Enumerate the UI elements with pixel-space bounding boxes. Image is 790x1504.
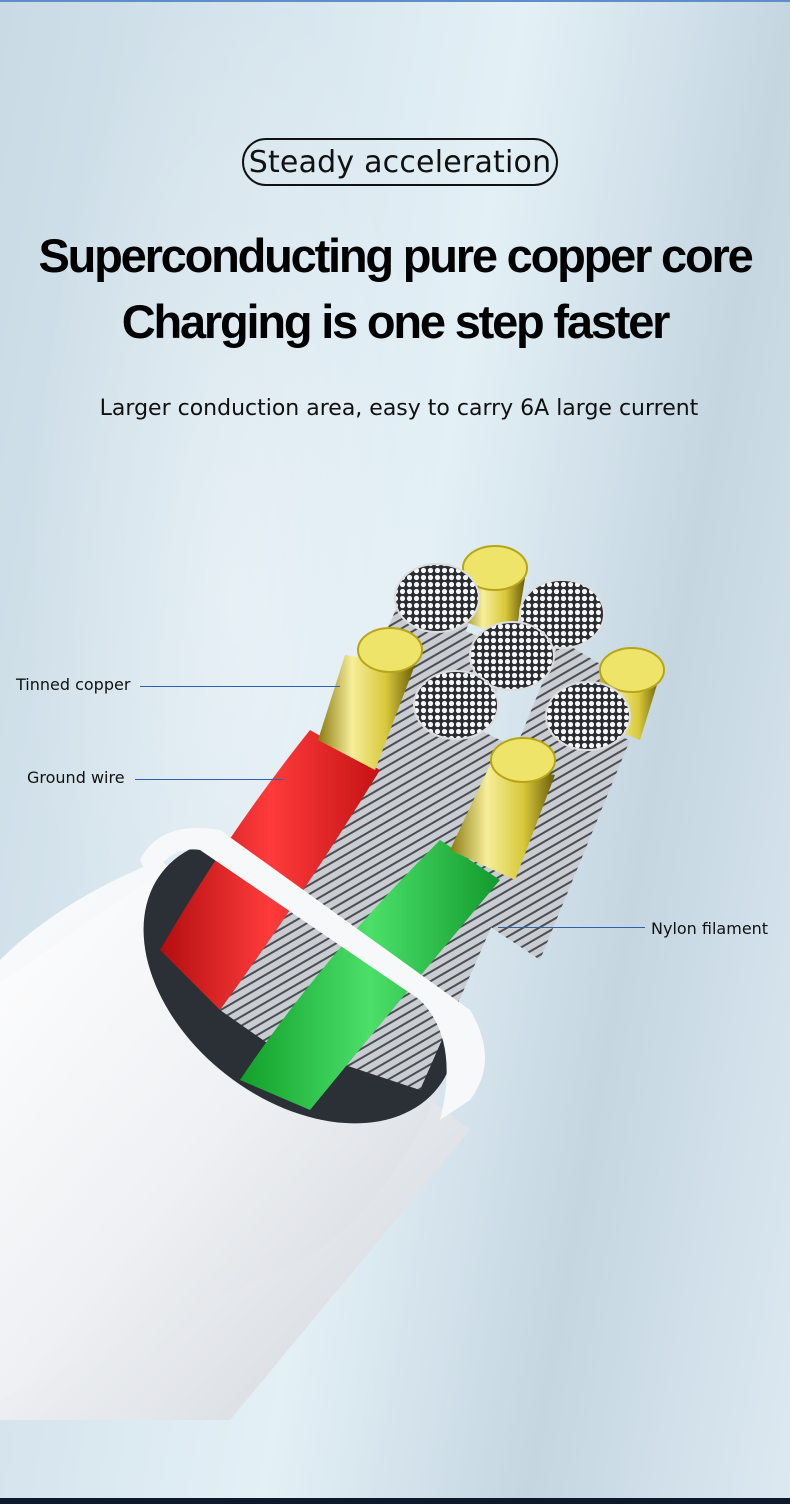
bottom-edge-bar: [0, 1498, 790, 1504]
nylon-green-wire: [240, 737, 556, 1110]
top-accent-line: [0, 0, 790, 2]
strand-ends: [394, 563, 631, 751]
headline-line-2: Charging is one step faster: [121, 295, 671, 348]
callout-tinned-copper: Tinned copper: [16, 675, 131, 694]
feature-badge-label: Steady acceleration: [248, 144, 552, 180]
callout-leader-tinned-copper: [140, 686, 340, 687]
callout-leader-ground-wire: [135, 779, 283, 780]
subheadline: Larger conduction area, easy to carry 6A…: [99, 396, 699, 421]
callout-leader-nylon-filament: [498, 927, 645, 928]
feature-badge: Steady acceleration: [242, 138, 558, 186]
callout-ground-wire: Ground wire: [27, 768, 125, 787]
headline-line-1: Superconducting pure copper core: [38, 229, 753, 282]
callout-nylon-filament: Nylon filament: [651, 919, 769, 938]
